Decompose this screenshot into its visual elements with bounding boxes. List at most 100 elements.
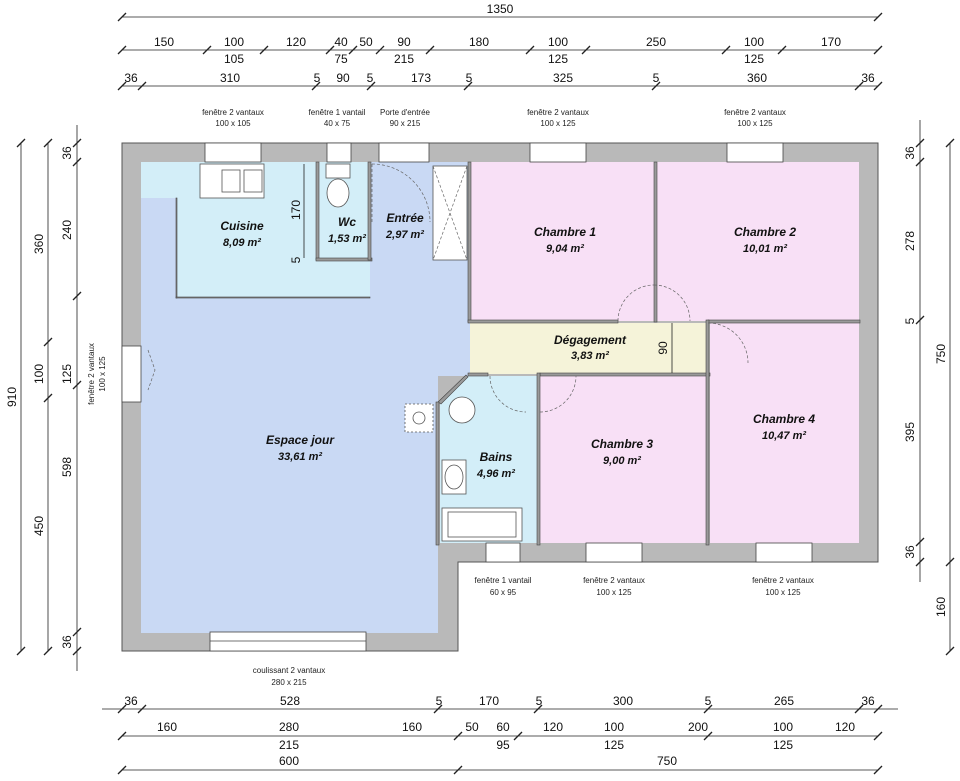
- dim-left-in-2: 125: [60, 364, 74, 384]
- dim-bot2-2: 160: [402, 720, 422, 734]
- dim-top2sub-0: 105: [224, 52, 244, 66]
- dim-top3-4: 5: [367, 71, 374, 85]
- window-wc: [326, 142, 352, 163]
- dim-top2-4: 50: [359, 35, 373, 49]
- dim-top2sub-1: 75: [334, 52, 348, 66]
- window-living-left: [121, 345, 142, 403]
- dim-left-in-3: 598: [60, 457, 74, 477]
- dim-top3-8: 5: [653, 71, 660, 85]
- slider-living: [209, 631, 367, 652]
- wc-tank: [325, 163, 351, 179]
- dim-top3-5: 173: [411, 71, 431, 85]
- dim-top2-2: 120: [286, 35, 306, 49]
- label-w-bot-living-2: 280 x 215: [271, 678, 307, 687]
- dim-bot1-5: 300: [613, 694, 633, 708]
- floor-espace-jour-ext: [370, 262, 470, 376]
- dimension-values: 1350 150 100 120 40 50 90 180 100 250 10…: [5, 2, 948, 768]
- dim-top3-2: 5: [314, 71, 321, 85]
- floor-chambre4: [710, 323, 859, 543]
- dim-bot1-3: 170: [479, 694, 499, 708]
- dim-top3-6: 5: [466, 71, 473, 85]
- dim-bot2-4: 60: [496, 720, 510, 734]
- dim-top2-0: 150: [154, 35, 174, 49]
- dim-left-mid-2: 450: [32, 516, 46, 536]
- room-chambre1-name: Chambre 1: [534, 225, 596, 239]
- dim-bot4-0: 600: [279, 754, 299, 768]
- closet: [432, 165, 468, 261]
- floor-chambre1: [471, 162, 654, 321]
- dim-bot1-8: 36: [861, 694, 875, 708]
- dim-top3-3: 90: [336, 71, 350, 85]
- room-wc-name: Wc: [338, 215, 356, 229]
- dim-bot1-4: 5: [536, 694, 543, 708]
- dim-top-total: 1350: [487, 2, 514, 16]
- label-w-left-2: 100 x 125: [98, 356, 107, 392]
- wc-toilet: [326, 178, 350, 208]
- window-kitchen: [204, 142, 262, 163]
- dim-bot4-1: 750: [657, 754, 677, 768]
- room-chambre1-area: 9,04 m²: [546, 243, 584, 255]
- dim-int-5: 5: [289, 256, 303, 263]
- fixtures: [199, 163, 523, 542]
- label-w-top-wc-1: fenêtre 1 vantail: [309, 108, 366, 117]
- label-w-left-1: fenêtre 2 vantaux: [87, 343, 96, 405]
- label-w-bot-ch4-1: fenêtre 2 vantaux: [752, 576, 814, 585]
- room-degagement-area: 3,83 m²: [571, 350, 609, 362]
- room-chambre4-area: 10,47 m²: [762, 430, 806, 442]
- dim-right-in-1: 278: [903, 231, 917, 251]
- dim-top2-10: 170: [821, 35, 841, 49]
- dim-right-in-3: 395: [903, 422, 917, 442]
- dim-top2-1: 100: [224, 35, 244, 49]
- floor-chambre2: [656, 162, 859, 321]
- room-labels: Cuisine 8,09 m² Wc 1,53 m² Entrée 2,97 m…: [220, 211, 815, 480]
- room-wc-area: 1,53 m²: [328, 233, 366, 245]
- room-degagement-name: Dégagement: [554, 333, 627, 347]
- room-chambre2-name: Chambre 2: [734, 225, 796, 239]
- room-cuisine-name: Cuisine: [220, 219, 264, 233]
- room-floors: [141, 162, 859, 633]
- dim-right-in-4: 36: [903, 545, 917, 559]
- label-w-top-ch1-1: fenêtre 2 vantaux: [527, 108, 589, 117]
- stove: [404, 403, 434, 433]
- dim-left-mid-1: 100: [32, 364, 46, 384]
- dimension-ticks: [16, 12, 955, 775]
- dim-top2-5: 90: [397, 35, 411, 49]
- room-cuisine-area: 8,09 m²: [223, 237, 261, 249]
- window-bath: [485, 542, 521, 563]
- dim-bot3-0: 215: [279, 738, 299, 752]
- dim-left-in-1: 240: [60, 220, 74, 240]
- dim-bot1-6: 5: [705, 694, 712, 708]
- label-w-bot-bath-2: 60 x 95: [490, 588, 517, 597]
- windows: [121, 142, 813, 652]
- dim-top2-7: 100: [548, 35, 568, 49]
- floor-degagement: [470, 323, 708, 374]
- dim-bot2-1: 280: [279, 720, 299, 734]
- dim-bot1-1: 528: [280, 694, 300, 708]
- dim-bot2-5: 120: [543, 720, 563, 734]
- dim-bot1-0: 36: [124, 694, 138, 708]
- room-entree-area: 2,97 m²: [385, 229, 424, 241]
- entry-door: [378, 142, 430, 163]
- dim-left-mid-0: 360: [32, 234, 46, 254]
- label-w-top-kitchen-2: 100 x 105: [215, 119, 251, 128]
- dim-top2sub-4: 125: [744, 52, 764, 66]
- label-w-top-wc-2: 40 x 75: [324, 119, 351, 128]
- dim-top3-10: 36: [861, 71, 875, 85]
- label-w-top-ch2-1: fenêtre 2 vantaux: [724, 108, 786, 117]
- room-espace-name: Espace jour: [266, 433, 335, 447]
- dim-bot2-3: 50: [465, 720, 479, 734]
- dim-bot2-0: 160: [157, 720, 177, 734]
- partitions: [175, 161, 861, 546]
- dim-left-in-0: 36: [60, 146, 74, 160]
- dim-right-in-0: 36: [903, 146, 917, 160]
- room-chambre3-name: Chambre 3: [591, 437, 653, 451]
- dim-top2-6: 180: [469, 35, 489, 49]
- floor-chambre3: [539, 376, 708, 543]
- window-chambre3: [585, 542, 643, 563]
- dim-right-out-1: 160: [934, 597, 948, 617]
- window-chambre4: [755, 542, 813, 563]
- room-chambre3-area: 9,00 m²: [603, 455, 641, 467]
- dim-bot3-3: 125: [773, 738, 793, 752]
- label-w-bot-bath-1: fenêtre 1 vantail: [475, 576, 532, 585]
